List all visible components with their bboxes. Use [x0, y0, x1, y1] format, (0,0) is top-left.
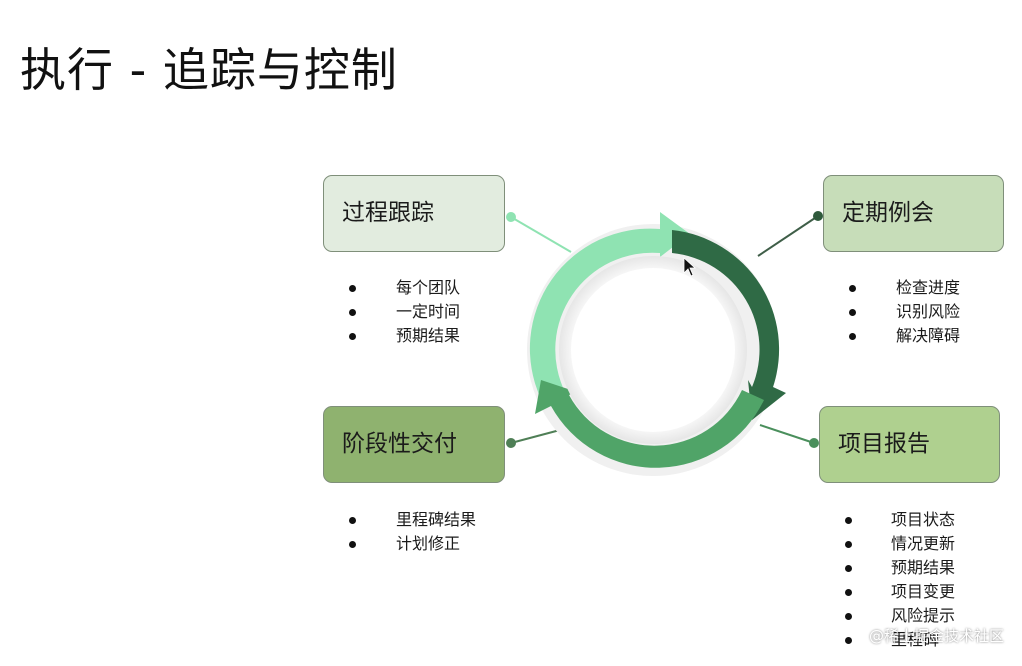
list-item: 解决障碍 — [848, 324, 960, 348]
list-item: 里程碑结果 — [348, 508, 476, 532]
node-label: 定期例会 — [842, 200, 934, 226]
cycle-segment-mid — [535, 380, 764, 468]
list-item: 里程碑 — [844, 628, 955, 652]
node-project-report: 项目报告 — [819, 406, 1000, 483]
connector-top-left — [510, 216, 572, 253]
node-label: 过程跟踪 — [342, 200, 434, 226]
list-item: 一定时间 — [348, 300, 460, 324]
node-process-tracking: 过程跟踪 — [323, 175, 505, 252]
connector-dot-bottom-left — [506, 438, 516, 448]
node-label: 阶段性交付 — [342, 431, 457, 457]
cycle-inner-core — [571, 268, 735, 432]
node-phase-delivery: 阶段性交付 — [323, 406, 505, 483]
watermark: @稀土掘金技术社区 — [868, 627, 1004, 645]
list-item: 情况更新 — [844, 532, 955, 556]
list-item: 项目变更 — [844, 580, 955, 604]
list-item: 预期结果 — [844, 556, 955, 580]
list-item: 风险提示 — [844, 604, 955, 628]
list-item: 检查进度 — [848, 276, 960, 300]
process-tracking-list: 每个团队 一定时间 预期结果 — [348, 276, 460, 348]
list-item: 预期结果 — [348, 324, 460, 348]
regular-meeting-list: 检查进度 识别风险 解决障碍 — [848, 276, 960, 348]
list-item: 项目状态 — [844, 508, 955, 532]
list-item: 计划修正 — [348, 532, 476, 556]
node-regular-meeting: 定期例会 — [823, 175, 1004, 252]
connector-bottom-left — [510, 429, 561, 444]
connector-top-right — [757, 215, 819, 257]
mouse-pointer-icon — [683, 257, 697, 277]
connector-dot-bottom-right — [809, 438, 819, 448]
connector-bottom-right — [759, 424, 815, 444]
connector-dot-top-right — [813, 211, 823, 221]
project-report-list: 项目状态 情况更新 预期结果 项目变更 风险提示 里程碑 — [844, 508, 955, 652]
list-item: 每个团队 — [348, 276, 460, 300]
list-item: 识别风险 — [848, 300, 960, 324]
node-label: 项目报告 — [838, 431, 930, 457]
connector-dot-top-left — [506, 212, 516, 222]
page-title: 执行 - 追踪与控制 — [20, 43, 398, 97]
phase-delivery-list: 里程碑结果 计划修正 — [348, 508, 476, 556]
cycle-segment-dark — [672, 230, 786, 420]
